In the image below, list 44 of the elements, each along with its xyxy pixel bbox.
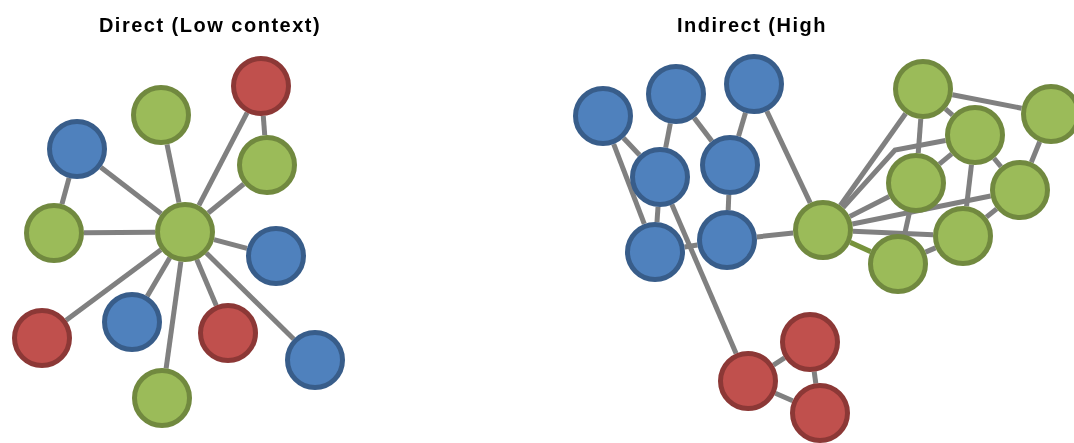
connector-line [851, 193, 992, 227]
connector-line [260, 115, 268, 136]
connector-line [849, 240, 872, 254]
connector-line [984, 206, 999, 220]
connector-line [163, 261, 184, 369]
connector-line [937, 152, 954, 166]
connector-line [964, 164, 974, 207]
panel-title: Indirect (High [677, 14, 827, 37]
connector-line [772, 355, 786, 368]
connector-line [204, 251, 296, 341]
connector-line [774, 390, 794, 404]
connector-line [951, 92, 1023, 111]
connector-line [692, 116, 714, 143]
connector-line [838, 112, 908, 207]
connector-line [84, 229, 155, 236]
connector-line [756, 230, 794, 240]
connector-line [684, 242, 698, 250]
connector-line [841, 138, 946, 210]
connector-line [164, 143, 182, 204]
connector-line [59, 177, 72, 205]
panel-title: Direct (Low context) [98, 14, 322, 37]
connector-line [725, 194, 732, 211]
connector-line [943, 107, 955, 117]
connector-line [811, 371, 819, 384]
connector-line [64, 247, 163, 323]
connector-line [764, 110, 813, 204]
connector-line [848, 194, 891, 219]
connector-line [1029, 140, 1042, 164]
connector-line [852, 228, 934, 238]
connector-line [611, 143, 647, 225]
connector-line [736, 112, 748, 137]
connector-line [669, 203, 739, 355]
connector-line [196, 111, 250, 207]
connector-line [99, 165, 163, 216]
connector-line [621, 136, 642, 157]
connector-line [654, 206, 661, 223]
connector-line [992, 156, 1003, 169]
connector-line [145, 256, 172, 298]
connector-line [206, 182, 246, 215]
connector-line [915, 118, 924, 154]
connector-line [213, 237, 248, 251]
connector-line [924, 245, 937, 255]
connector-line [663, 123, 673, 148]
connector-line [194, 258, 219, 307]
